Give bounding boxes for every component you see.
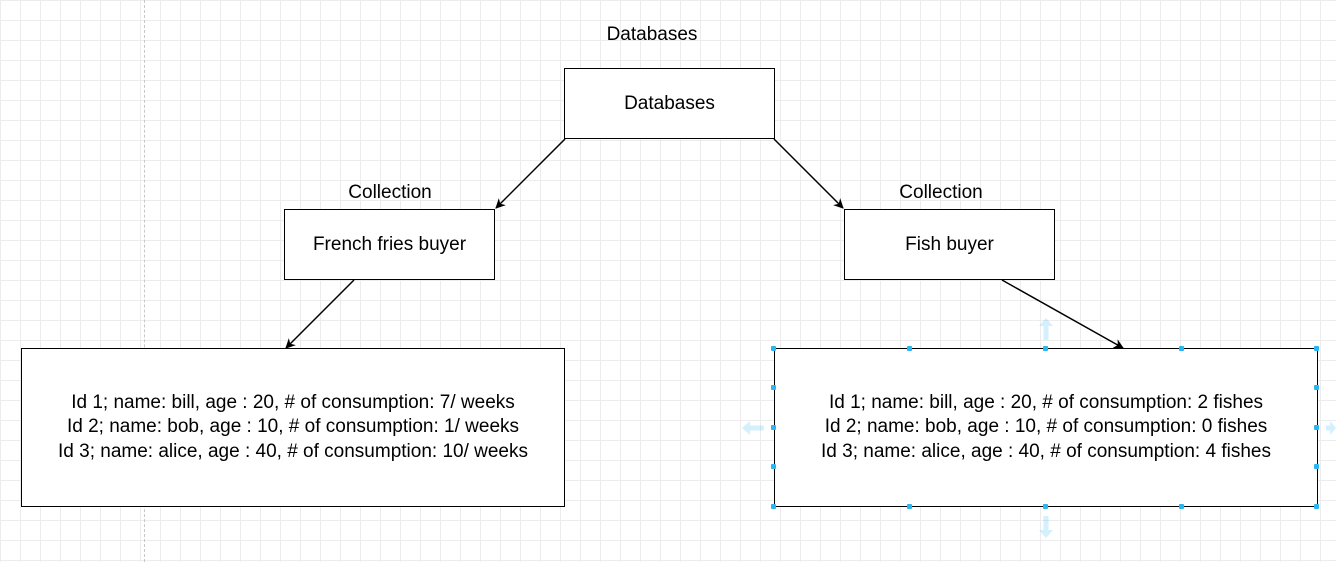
- right-collection-label: Collection: [899, 182, 983, 203]
- french-fries-buyer-box[interactable]: French fries buyer: [284, 209, 495, 280]
- french-fries-buyer-text: French fries buyer: [312, 233, 467, 255]
- resize-handle-e[interactable]: [1314, 425, 1319, 430]
- french-fries-records-box[interactable]: Id 1; name: bill, age : 20, # of consump…: [21, 348, 565, 507]
- edge-root-to-right[interactable]: [773, 138, 844, 209]
- record-line: Id 3; name: alice, age : 40, # of consum…: [821, 440, 1271, 462]
- root-label: Databases: [606, 24, 698, 45]
- resize-handle-w[interactable]: [771, 425, 776, 430]
- edge-left-to-records[interactable]: [285, 279, 355, 349]
- edge-right-to-records[interactable]: [1001, 279, 1124, 349]
- record-line: Id 1; name: bill, age : 20, # of consump…: [828, 391, 1264, 413]
- record-line: Id 2; name: bob, age : 10, # of consumpt…: [824, 416, 1268, 438]
- resize-handle-sw[interactable]: [771, 504, 776, 509]
- left-collection-label: Collection: [348, 182, 432, 203]
- resize-handle-se[interactable]: [1314, 504, 1319, 509]
- fish-records-box[interactable]: Id 1; name: bill, age : 20, # of consump…: [774, 348, 1318, 507]
- page-boundary-guide: [144, 0, 145, 562]
- connection-point[interactable]: [907, 504, 912, 509]
- resize-handle-n[interactable]: [1043, 346, 1048, 351]
- connection-point[interactable]: [771, 464, 776, 469]
- resize-handle-nw[interactable]: [771, 346, 776, 351]
- resize-handle-s[interactable]: [1043, 504, 1048, 509]
- resize-handle-ne[interactable]: [1314, 346, 1319, 351]
- connection-point[interactable]: [1314, 464, 1319, 469]
- connection-point[interactable]: [907, 346, 912, 351]
- record-line: Id 1; name: bill, age : 20, # of consump…: [71, 391, 515, 413]
- record-line: Id 2; name: bob, age : 10, # of consumpt…: [66, 416, 520, 438]
- root-box-text: Databases: [624, 92, 715, 114]
- edge-root-to-left[interactable]: [495, 138, 566, 209]
- arrow-up-icon[interactable]: [1039, 318, 1053, 340]
- arrow-left-icon[interactable]: [742, 421, 764, 435]
- fish-buyer-text: Fish buyer: [905, 233, 994, 255]
- root-databases-box[interactable]: Databases: [564, 68, 775, 139]
- connection-point[interactable]: [771, 385, 776, 390]
- record-line: Id 3; name: alice, age : 40, # of consum…: [58, 440, 528, 462]
- fish-buyer-box[interactable]: Fish buyer: [844, 209, 1055, 280]
- connection-point[interactable]: [1314, 385, 1319, 390]
- arrow-right-icon[interactable]: [1326, 421, 1336, 435]
- connection-point[interactable]: [1179, 346, 1184, 351]
- connection-point[interactable]: [1179, 504, 1184, 509]
- arrow-down-icon[interactable]: [1039, 516, 1053, 538]
